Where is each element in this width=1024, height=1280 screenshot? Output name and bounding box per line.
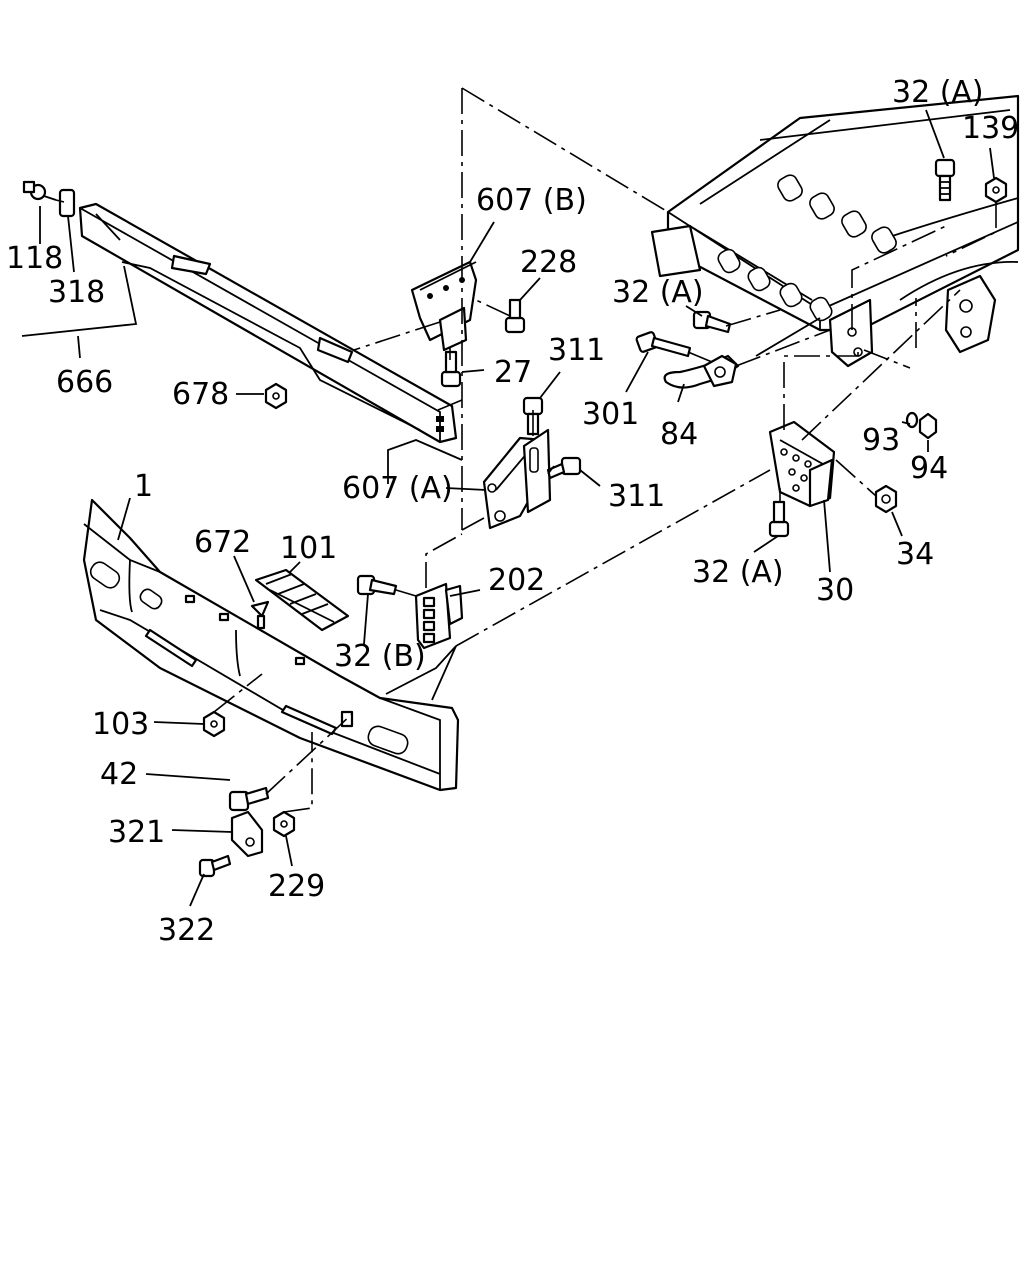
nut-139 <box>984 176 1008 204</box>
bolt-228 <box>504 298 526 334</box>
callout-42: 42 <box>100 757 138 792</box>
callout-30: 30 <box>816 573 854 608</box>
bolt-27 <box>440 350 462 388</box>
callout-607a: 607 (A) <box>342 471 453 506</box>
step-grille-101 <box>254 568 350 632</box>
chassis-frame <box>650 94 1020 368</box>
callout-301: 301 <box>582 397 639 432</box>
nut-678 <box>264 382 288 410</box>
callout-93: 93 <box>862 423 900 458</box>
callout-27: 27 <box>494 355 532 390</box>
bolt-32b <box>356 574 398 596</box>
nut-94 <box>918 412 938 440</box>
front-stay-beam <box>78 202 458 444</box>
nut-103 <box>202 710 226 738</box>
callout-322: 322 <box>158 913 215 948</box>
bolt-32a-top <box>934 158 956 202</box>
bolt-32a-mid <box>692 310 732 334</box>
callout-34: 34 <box>896 537 934 572</box>
plate-321 <box>230 810 264 858</box>
stay-202 <box>414 582 464 650</box>
tow-hook-84 <box>663 354 740 389</box>
bolt-301 <box>635 331 692 358</box>
callout-678: 678 <box>172 377 229 412</box>
front-bumper-1 <box>82 498 460 792</box>
callout-84: 84 <box>660 417 698 452</box>
callout-311-mid: 311 <box>608 479 665 514</box>
callout-32b: 32 (B) <box>334 639 426 674</box>
nut-34 <box>874 484 898 514</box>
callout-311-top: 311 <box>548 333 605 368</box>
callout-32a-top: 32 (A) <box>892 75 984 110</box>
callout-101: 101 <box>280 531 337 566</box>
callout-202: 202 <box>488 563 545 598</box>
callout-labels: 32 (A) 139 607 (B) 228 32 (A) 118 318 66… <box>6 75 1019 948</box>
callout-32a-mid: 32 (A) <box>612 275 704 310</box>
callout-672: 672 <box>194 525 251 560</box>
callout-139: 139 <box>962 111 1019 146</box>
pad-318 <box>58 188 76 218</box>
callout-318: 318 <box>48 275 105 310</box>
nut-229 <box>272 810 296 838</box>
callout-228: 228 <box>520 245 577 280</box>
callout-229: 229 <box>268 869 325 904</box>
clip-672 <box>250 600 270 630</box>
callout-666: 666 <box>56 365 113 400</box>
callout-103: 103 <box>92 707 149 742</box>
assembly-lines <box>55 87 997 813</box>
callout-321: 321 <box>108 815 165 850</box>
bracket-607b <box>410 260 478 352</box>
bolt-42 <box>228 786 270 812</box>
bolt-32a-low <box>768 500 790 538</box>
leader-lines <box>21 109 995 907</box>
callout-1: 1 <box>134 469 153 504</box>
callout-118: 118 <box>6 241 63 276</box>
callout-607b: 607 (B) <box>476 183 587 218</box>
callout-32a-low: 32 (A) <box>692 555 784 590</box>
washer-93 <box>905 411 919 429</box>
bracket-607a <box>482 428 552 530</box>
bolt-322 <box>198 854 232 878</box>
callout-94: 94 <box>910 451 948 486</box>
bracket-30 <box>768 420 836 508</box>
clip-118 <box>22 180 57 201</box>
